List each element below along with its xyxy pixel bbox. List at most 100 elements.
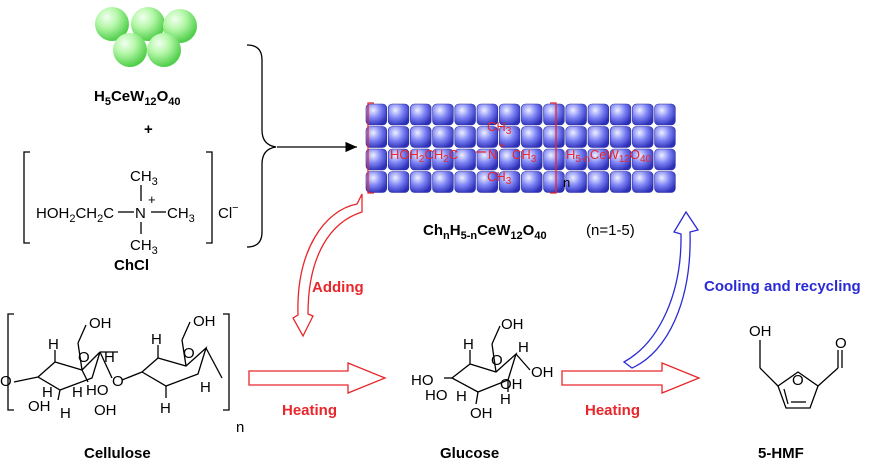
catalyst-cube [654,171,676,193]
catalyst-cube [654,126,676,148]
svg-text:O: O [78,349,90,366]
catalyst-cube [498,103,521,126]
cellulose-label: Cellulose [84,445,151,462]
catalyst-cube [410,103,432,126]
svg-text:CH3: CH3 [487,119,512,137]
svg-text:HO: HO [86,382,109,399]
svg-text:H: H [456,388,467,405]
polyoxometalate-spheres [95,7,197,67]
svg-text:O: O [491,352,503,369]
pom-formula: H5CeW12O40 [94,88,180,108]
svg-text:N: N [135,205,146,222]
catalyst-cube [521,171,543,193]
hmf-atoms: OH O O [749,323,847,389]
svg-text:HOH2CH2C: HOH2CH2C [36,205,114,225]
catalyst-cube [632,103,654,126]
catalyst-cube [432,171,454,193]
catalyst-cube [432,126,454,148]
svg-text:+: + [499,141,505,152]
cellulose-atoms: OH OH H H H O O O O H H HO H OH H OH H [0,313,216,422]
catalyst-cube [632,171,654,193]
svg-text:OH: OH [89,315,112,332]
heating-arrow-1 [248,362,387,394]
catalyst-cube [454,103,476,126]
svg-text:H: H [42,384,53,401]
merge-brace [246,44,277,248]
glucose-atoms: OH H O H HO OH H HO H OH OH [411,316,554,422]
svg-text:H: H [151,331,162,348]
svg-text:OH: OH [531,364,554,381]
catalyst-cube [521,148,543,171]
svg-text:N: N [488,147,497,162]
svg-text:H: H [48,336,59,353]
svg-text:H: H [200,379,211,396]
catalyst-cube [476,103,499,126]
catalyst-cube [498,171,521,193]
catalyst-cube-grid [365,103,676,193]
catalyst-cube [587,148,610,171]
svg-text:HO: HO [411,372,434,389]
catalyst-cube [498,148,521,171]
catalyst-cube [565,103,587,126]
catalyst-range: (n=1-5) [586,222,635,239]
catalyst-cube [410,148,432,171]
catalyst-cube [432,103,454,126]
catalyst-formula: ChnH5-nCeW12O40 [423,222,547,242]
catalyst-cube [387,126,410,148]
svg-text:H: H [160,400,171,417]
catalyst-cube [609,103,632,126]
step-heating-1: Heating [282,402,337,419]
svg-text:OH: OH [501,316,524,333]
catalyst-cube [632,148,654,171]
svg-text:H: H [60,405,71,422]
catalyst-cube [454,126,476,148]
catalyst-cube [476,148,499,171]
catalyst-cube [654,103,676,126]
svg-text:OH: OH [470,405,493,422]
catalyst-cube [498,126,521,148]
choline-chloride-structure: HOH2CH2C N + CH3 CH3 CH3 Cl− [23,151,239,257]
hmf-label: 5-HMF [758,445,804,462]
heating-arrow-2 [561,362,701,394]
catalyst-cube [476,171,499,193]
catalyst-cube [454,171,476,193]
catalyst-cube [587,171,610,193]
catalyst-cube [365,126,388,148]
catalyst-cube [454,148,476,171]
chcl-label: ChCl [114,257,149,274]
catalyst-cube [609,148,632,171]
svg-text:H: H [500,391,511,408]
svg-text:H: H [104,349,115,366]
catalyst-cube [587,126,610,148]
glucose-label: Glucose [440,445,499,462]
step-adding: Adding [312,279,364,296]
catalyst-cube [432,148,454,171]
cooling-arrow [622,210,700,369]
adding-arrow [292,193,363,338]
catalyst-cube [387,103,410,126]
catalyst-cube [632,126,654,148]
svg-text:H: H [72,384,83,401]
catalyst-cube [543,171,565,193]
svg-text:Cl−: Cl− [218,202,239,222]
catalyst-cube [565,126,587,148]
plus-sign: + [144,121,153,138]
svg-text:H: H [518,339,529,356]
catalyst-cube [521,103,543,126]
svg-text:O: O [835,335,847,352]
svg-text:n: n [563,175,570,190]
svg-text:CH3: CH3 [512,147,537,165]
svg-text:H: H [463,336,474,353]
svg-text:CH3: CH3 [130,237,158,257]
hmf-structure [759,340,843,409]
svg-text:+: + [148,192,156,207]
step-heating-2: Heating [585,402,640,419]
catalyst-cube [365,103,388,126]
svg-text:O: O [0,373,12,390]
svg-text:CH3: CH3 [130,168,158,188]
catalyst-cube [410,126,432,148]
svg-text:HOH2CH2C: HOH2CH2C [390,147,458,165]
catalyst-cube [365,171,388,193]
svg-text:OH: OH [193,313,216,330]
svg-text:CH3: CH3 [487,169,512,187]
